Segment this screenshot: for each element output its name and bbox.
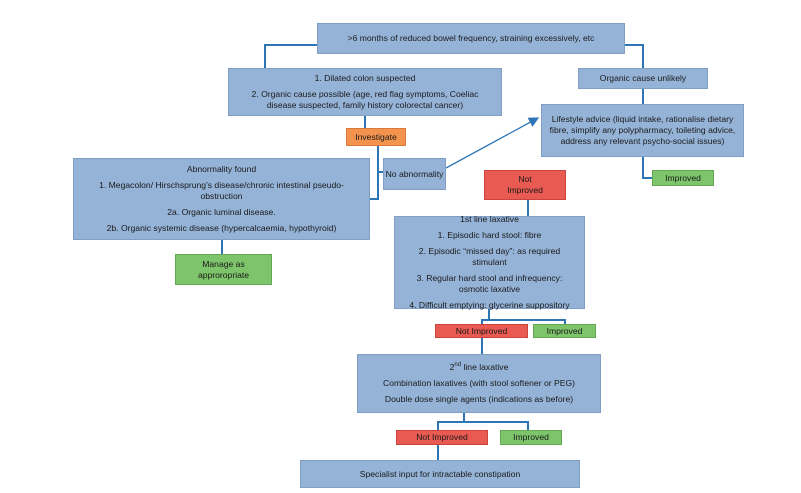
start-box-text: >6 months of reduced bowel frequency, st… [347,33,595,43]
first-line-item4: 4. Difficult emptying: glycerine supposi… [409,300,570,310]
first-line-laxative-box: 1st line laxative 1. Episodic hard stool… [394,214,585,310]
abnormality-title: Abnormality found [186,164,257,174]
second-line-item2: Double dose single agents (indications a… [384,394,574,404]
improved-text-1: Improved [665,172,701,183]
abnormality-found-box: Abnormality found 1. Megacolon/ Hirschsp… [73,158,370,240]
first-line-item3: 3. Regular hard stool and infrequency: o… [416,273,563,294]
specialist-input-text: Specialist input for intractable constip… [359,468,521,479]
improved-text-2: Improved [546,325,583,336]
not-improved-box-2: Not Improved [435,324,528,338]
manage-box: Manage as approropriate [175,254,272,285]
dilated-colon-line2: 2. Organic cause possible (age, red flag… [251,89,479,110]
specialist-input-box: Specialist input for intractable constip… [300,460,580,488]
not-improved-text-1: Not Improved [507,174,543,195]
second-line-title-superscript: nd [454,362,462,369]
lifestyle-advice-text: Lifestyle advice (liquid intake, rationa… [549,114,736,146]
organic-unlikely-box: Organic cause unlikely [578,68,708,89]
manage-text: Manage as approropriate [197,258,250,280]
connector-second-line-to-improved-3 [464,421,529,430]
improved-text-3: Improved [513,432,549,442]
improved-box-1: Improved [652,170,714,186]
connector-first-line-to-outcomes [481,309,490,324]
abnormality-item2b: 2b. Organic systemic disease (hypercalca… [106,223,337,233]
start-box: >6 months of reduced bowel frequency, st… [317,23,625,54]
not-improved-text-2: Not Improved [455,325,508,336]
investigate-box: Investigate [346,128,406,146]
first-line-item1: 1. Episodic hard stool: fibre [437,230,542,240]
organic-unlikely-text: Organic cause unlikely [599,73,687,83]
abnormality-item1: 1. Megacolon/ Hirschsprung's disease/chr… [99,180,344,201]
second-line-title: 2nd line laxative [450,362,509,373]
second-line-title-rest: line laxative [461,362,509,372]
second-line-item1: Combination laxatives (with stool soften… [382,378,575,388]
second-line-title-number: 2 [449,362,455,372]
connector-start-to-organic-unlikely [624,44,644,68]
connector-no-abnormality-to-lifestyle [445,117,540,169]
not-improved-box-1: Not Improved [484,170,566,200]
lifestyle-advice-box: Lifestyle advice (liquid intake, rationa… [541,104,744,157]
dilated-colon-line1: 1. Dilated colon suspected [314,73,416,83]
abnormality-item2a: 2a. Organic luminal disease. [167,207,276,217]
no-abnormality-text: No abnormality [385,168,444,179]
second-line-laxative-box: 2nd line laxative Combination laxatives … [357,354,601,413]
investigate-text: Investigate [355,131,397,142]
connector-investigate-to-abnormality [370,146,379,200]
not-improved-text-3: Not Improved [416,432,468,442]
first-line-title: 1st line laxative [460,214,519,224]
first-line-item2: 2. Episodic “missed day”: as required st… [418,246,561,267]
connector-start-to-dilated [264,44,317,68]
not-improved-box-3: Not Improved [396,430,488,445]
connector-second-line-to-outcomes [437,413,465,430]
no-abnormality-box: No abnormality [383,158,446,190]
improved-box-3: Improved [500,430,562,445]
dilated-colon-box: 1. Dilated colon suspected 2. Organic ca… [228,68,502,116]
improved-box-2: Improved [533,324,596,338]
connector-first-line-to-improved-2 [489,319,566,324]
connector-lifestyle-to-improved [642,157,652,179]
